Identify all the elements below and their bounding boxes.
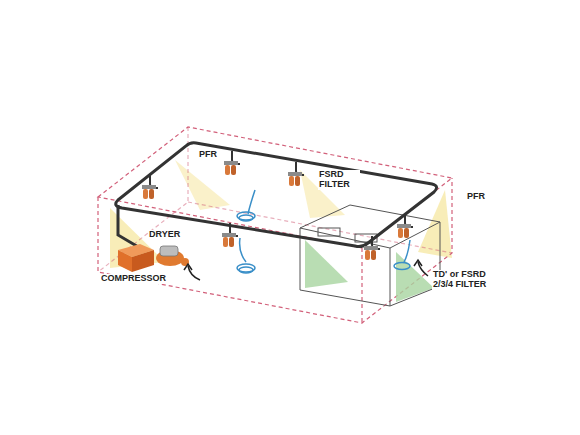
part-label: TD' or FSRD 2/3/4 FILTER [432,270,490,290]
frl-unit [142,175,158,199]
part-label: PFR [198,150,218,160]
air-pipe-loop [116,143,437,247]
supply-pipe [118,205,140,248]
light-cone [175,160,230,210]
pointer-arrow [184,260,428,280]
part-label: PFR [466,192,486,202]
dryer [156,246,189,266]
part-label: COMPRESSOR [100,274,167,284]
room [300,205,440,306]
compressor [118,244,154,272]
frl-unit [288,162,304,186]
frl-unit [224,151,240,175]
frl-unit [364,236,380,260]
part-label: FSRD FILTER [318,170,360,190]
air-hose [237,190,410,273]
building-outline [98,127,452,323]
part-label: DRYER [148,230,181,240]
frl-unit [222,223,238,247]
frl-unit [397,214,413,238]
